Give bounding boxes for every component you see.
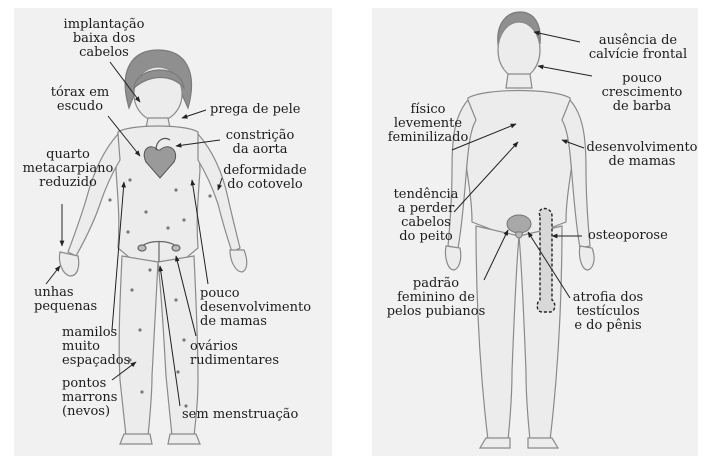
male-figure (444, 11, 595, 449)
label-shield-chest: tórax em escudo (50, 85, 110, 114)
girl-torso (115, 125, 201, 263)
label-sparse-beard: pouco crescimento de barba (601, 71, 683, 114)
label-brown-spots: pontos marrons (nevos) (62, 376, 118, 419)
label-osteoporosis: osteoporose (588, 228, 668, 243)
girl-hair-fringe (133, 69, 185, 90)
man-head (497, 21, 541, 79)
female-figure (58, 49, 248, 445)
man-left-foot (478, 437, 511, 449)
label-aortic-constriction: constrição da aorta (225, 128, 295, 157)
leader-lines-left (45, 61, 223, 407)
label-chest-hair-loss: tendência a perder cabelos do peito (393, 187, 459, 244)
label-small-nails: unhas pequenas (34, 285, 98, 314)
heart-icon (143, 137, 176, 179)
label-testicular-atrophy: atrofia dos testículos e do pênis (572, 290, 644, 333)
label-elbow-deformity: deformidade do cotovelo (223, 163, 307, 192)
label-female-pubic-pattern: padrão feminino de pelos pubianos (386, 276, 486, 319)
girl-left-hand (58, 251, 80, 277)
man-torso (463, 89, 575, 237)
nevi-spots (108, 178, 212, 408)
girl-right-hand (229, 249, 248, 273)
label-breast-development: desenvolvimento de mamas (586, 140, 698, 169)
label-rudimentary-ovaries: ovários rudimentares (190, 339, 280, 368)
label-widely-spaced-nipples: mamilos muito espaçados (62, 325, 131, 368)
label-low-hairline: implantação baixa dos cabelos (63, 17, 145, 60)
ovaries-icon (137, 240, 181, 262)
leader-lines-right (451, 30, 593, 299)
label-short-metacarpal: quarto metacarpiano reduzido (22, 147, 114, 190)
man-left-hand (444, 245, 462, 271)
man-right-hand (578, 245, 595, 271)
girl-right-foot (167, 433, 201, 445)
label-neck-webbing: prega de pele (210, 102, 301, 117)
girl-left-foot (119, 433, 153, 445)
label-breast-underdevelopment: pouco desenvolvimento de mamas (200, 286, 312, 329)
label-feminized-physique: físico levemente feminilizado (387, 102, 469, 145)
man-neck (505, 73, 533, 89)
man-left-leg (475, 225, 520, 441)
man-right-foot (527, 437, 560, 449)
label-no-frontal-baldness: ausência de calvície frontal (588, 33, 688, 62)
label-no-menstruation: sem menstruação (182, 407, 299, 422)
pubic-area (506, 214, 532, 239)
girl-left-arm (67, 132, 121, 257)
